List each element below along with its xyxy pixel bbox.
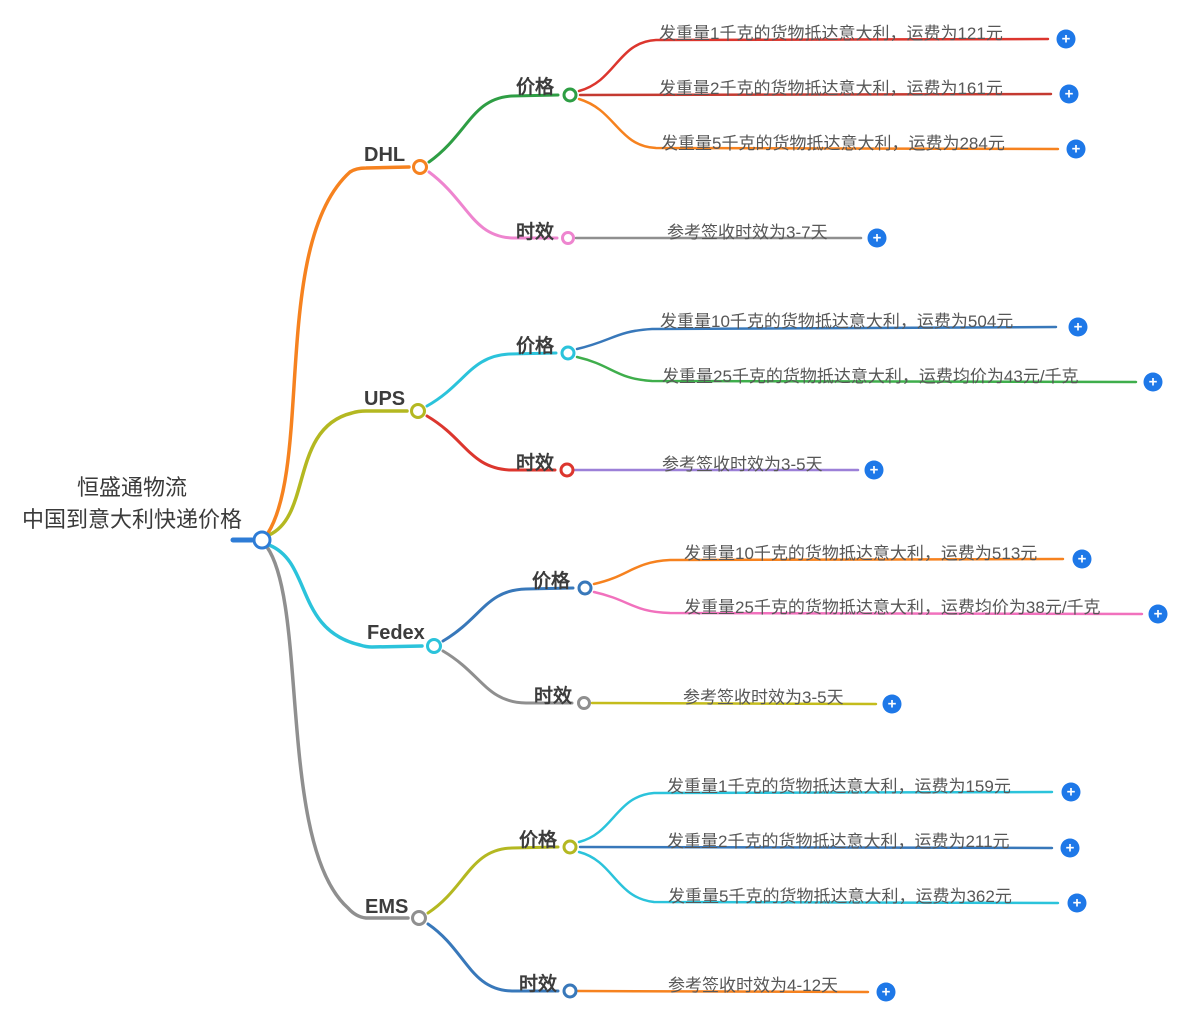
plus-icon[interactable]: + (867, 228, 887, 248)
edge-dhl-price-leaf1 (577, 37, 1050, 93)
edge-dhl-time (427, 170, 559, 240)
dhl-price-node[interactable] (562, 87, 578, 103)
dhl-time-leaf[interactable]: 参考签收时效为3-7天 (667, 223, 828, 242)
root-topic-line2: 中国到意大利快递价格 (21, 507, 242, 532)
edge-ups-price-leaf1 (575, 325, 1058, 351)
plus-icon[interactable]: + (1143, 372, 1163, 392)
edge-ems-time-leaf (576, 989, 870, 994)
fedex-time-node[interactable] (577, 696, 591, 710)
ups-time-leaf[interactable]: 参考签收时效为3-5天 (662, 455, 823, 474)
edge-root-ems (265, 545, 410, 920)
plus-icon[interactable]: + (864, 460, 884, 480)
ems-price-leaf-2[interactable]: 发重量2千克的货物抵达意大利，运费为211元 (667, 832, 1010, 851)
edge-fedex-time (441, 649, 574, 705)
ups-price-leaf-1[interactable]: 发重量10千克的货物抵达意大利，运费为504元 (660, 312, 1014, 331)
fedex-price-leaf-1[interactable]: 发重量10千克的货物抵达意大利，运费为513元 (684, 544, 1038, 563)
plus-icon[interactable]: + (1072, 549, 1092, 569)
edge-fedex-price (441, 586, 575, 643)
edge-root-fedex (267, 543, 424, 649)
edge-ems-price-leaf2 (578, 845, 1054, 850)
ems-time-label[interactable]: 时效 (519, 974, 558, 995)
edge-ems-time (426, 922, 560, 993)
plus-icon[interactable]: + (1056, 29, 1076, 49)
edge-dhl-price-leaf2 (578, 92, 1053, 97)
plus-icon[interactable]: + (1061, 782, 1081, 802)
plus-icon[interactable]: + (1059, 84, 1079, 104)
dhl-price-label[interactable]: 价格 (516, 77, 555, 98)
plus-icon[interactable]: + (1067, 893, 1087, 913)
branch-label-ups[interactable]: UPS (364, 388, 406, 410)
ems-price-leaf-3[interactable]: 发重量5千克的货物抵达意大利，运费为362元 (668, 887, 1012, 906)
edge-root-dhl (266, 165, 411, 535)
edge-ems-price (426, 845, 560, 915)
ems-price-leaf-1[interactable]: 发重量1千克的货物抵达意大利，运费为159元 (667, 777, 1011, 796)
fedex-price-node[interactable] (577, 580, 593, 596)
ems-time-leaf[interactable]: 参考签收时效为4-12天 (668, 976, 839, 995)
ems-node[interactable] (411, 910, 427, 926)
edge-root-ups (267, 409, 409, 537)
edge-fedex-time-leaf (590, 701, 878, 706)
ups-time-label[interactable]: 时效 (516, 453, 555, 474)
plus-icon[interactable]: + (1060, 838, 1080, 858)
plus-icon[interactable]: + (882, 694, 902, 714)
edge-ems-price-leaf1 (577, 790, 1054, 844)
branch-label-fedex[interactable]: Fedex (367, 622, 425, 644)
root-topic-line1: 恒盛通物流 (76, 475, 187, 500)
ups-node[interactable] (410, 403, 426, 419)
dhl-time-label[interactable]: 时效 (516, 222, 555, 243)
dhl-price-leaf-2[interactable]: 发重量2千克的货物抵达意大利，运费为161元 (659, 79, 1003, 98)
edge-dhl-price (427, 93, 560, 164)
dhl-time-node[interactable] (561, 231, 575, 245)
edge-dhl-price-leaf3 (577, 97, 1060, 151)
edge-ems-price-leaf3 (577, 850, 1060, 905)
edge-fedex-price-leaf2 (592, 590, 1144, 616)
plus-icon[interactable]: + (1148, 604, 1168, 624)
ups-price-node[interactable] (560, 345, 576, 361)
fedex-price-leaf-2[interactable]: 发重量25千克的货物抵达意大利，运费均价为38元/千克 (684, 598, 1101, 617)
fedex-time-leaf[interactable]: 参考签收时效为3-5天 (683, 688, 844, 707)
plus-icon[interactable]: + (876, 982, 896, 1002)
ups-time-node[interactable] (559, 462, 575, 478)
edge-ups-time (425, 414, 557, 472)
fedex-node[interactable] (426, 638, 442, 654)
dhl-price-leaf-3[interactable]: 发重量5千克的货物抵达意大利，运费为284元 (661, 134, 1005, 153)
branch-label-dhl[interactable]: DHL (364, 144, 406, 166)
edge-fedex-price-leaf1 (592, 557, 1065, 586)
dhl-price-leaf-1[interactable]: 发重量1千克的货物抵达意大利，运费为121元 (659, 24, 1003, 43)
ups-price-leaf-2[interactable]: 发重量25千克的货物抵达意大利，运费均价为43元/千克 (662, 367, 1079, 386)
plus-icon[interactable]: + (1066, 139, 1086, 159)
fedex-time-label[interactable]: 时效 (534, 686, 573, 707)
edge-ups-price (425, 351, 558, 408)
edge-ups-price-leaf2 (575, 355, 1138, 384)
ems-price-label[interactable]: 价格 (519, 830, 558, 851)
fedex-price-label[interactable]: 价格 (532, 571, 571, 592)
ems-time-node[interactable] (562, 983, 578, 999)
dhl-node[interactable] (412, 159, 428, 175)
branch-label-ems[interactable]: EMS (365, 896, 409, 918)
root-topic[interactable]: 恒盛通物流 中国到意大利快递价格 (8, 472, 256, 536)
ups-price-label[interactable]: 价格 (516, 336, 555, 357)
plus-icon[interactable]: + (1068, 317, 1088, 337)
root-node[interactable] (252, 530, 272, 550)
ems-price-node[interactable] (562, 839, 578, 855)
